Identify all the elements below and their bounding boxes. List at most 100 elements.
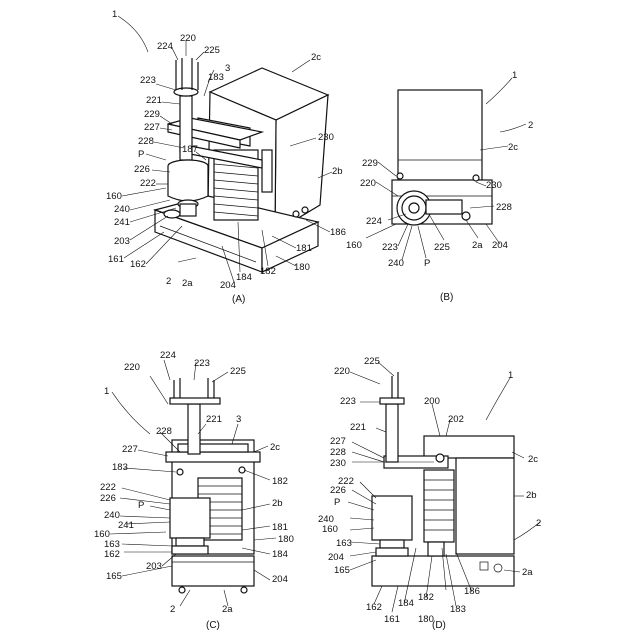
ref-d-2b: 2b <box>526 490 537 501</box>
ref-d-200: 200 <box>424 396 440 407</box>
ref-a-180: 180 <box>294 262 310 273</box>
ref-d-220: 220 <box>334 366 350 377</box>
ref-a-240: 240 <box>114 204 130 215</box>
ref-a-223: 223 <box>140 75 156 86</box>
ref-b-160: 160 <box>346 240 362 251</box>
ref-c-184: 184 <box>272 549 288 560</box>
ref-d-182: 182 <box>418 592 434 603</box>
ref-c-181: 181 <box>272 522 288 533</box>
ref-c-223: 223 <box>194 358 210 369</box>
ref-a-3: 3 <box>225 63 230 74</box>
ref-d-165: 165 <box>334 565 350 576</box>
ref-a-226: 226 <box>134 164 150 175</box>
ref-c-221: 221 <box>206 414 222 425</box>
ref-a-2a: 2a <box>182 278 193 289</box>
ref-d-186: 186 <box>464 586 480 597</box>
ref-a-2: 2 <box>166 276 171 287</box>
ref-a-2c: 2c <box>311 52 321 63</box>
ref-a-186: 186 <box>330 227 346 238</box>
ref-d-225: 225 <box>364 356 380 367</box>
ref-d-161: 161 <box>384 614 400 625</box>
ref-a-187: 187 <box>182 144 198 155</box>
ref-c-2b: 2b <box>272 498 283 509</box>
ref-c-222: 222 <box>100 482 116 493</box>
ref-c-2c: 2c <box>270 442 280 453</box>
ref-b-2c: 2c <box>508 142 518 153</box>
caption-d: (D) <box>432 620 446 631</box>
ref-a-204: 204 <box>220 280 236 291</box>
ref-d-223: 223 <box>340 396 356 407</box>
ref-c-227: 227 <box>122 444 138 455</box>
ref-c-226: 226 <box>100 493 116 504</box>
ref-a-2b: 2b <box>332 166 343 177</box>
ref-d-202: 202 <box>448 414 464 425</box>
ref-b-1: 1 <box>512 70 517 81</box>
ref-a-230: 230 <box>318 132 334 143</box>
ref-b-224: 224 <box>366 216 382 227</box>
ref-d-163: 163 <box>336 538 352 549</box>
caption-c: (C) <box>206 620 220 631</box>
ref-a-220: 220 <box>180 33 196 44</box>
ref-c-220: 220 <box>124 362 140 373</box>
ref-d-184: 184 <box>398 598 414 609</box>
ref-c-183: 183 <box>112 462 128 473</box>
ref-c-P: P <box>138 500 144 511</box>
ref-b-230: 230 <box>486 180 502 191</box>
ref-a-P: P <box>138 149 144 160</box>
caption-a: (A) <box>232 294 245 305</box>
ref-b-223: 223 <box>382 242 398 253</box>
ref-d-1: 1 <box>508 370 513 381</box>
ref-a-228: 228 <box>138 136 154 147</box>
ref-a-181: 181 <box>296 243 312 254</box>
ref-c-2: 2 <box>170 604 175 615</box>
caption-b: (B) <box>440 292 453 303</box>
panel-c-drawing <box>110 360 276 606</box>
ref-c-182: 182 <box>272 476 288 487</box>
ref-b-229: 229 <box>362 158 378 169</box>
panel-b-drawing <box>366 78 526 260</box>
ref-d-204: 204 <box>328 552 344 563</box>
ref-a-161: 161 <box>108 254 124 265</box>
ref-a-183: 183 <box>208 72 224 83</box>
ref-c-204: 204 <box>272 574 288 585</box>
ref-a-162: 162 <box>130 259 146 270</box>
ref-b-228: 228 <box>496 202 512 213</box>
ref-a-227: 227 <box>144 122 160 133</box>
ref-b-2: 2 <box>528 120 533 131</box>
ref-b-240: 240 <box>388 258 404 269</box>
ref-a-229: 229 <box>144 109 160 120</box>
panel-d-drawing <box>348 362 540 612</box>
ref-d-P: P <box>334 497 340 508</box>
ref-a-184: 184 <box>236 272 252 283</box>
ref-d-2c: 2c <box>528 454 538 465</box>
ref-a-160: 160 <box>106 191 122 202</box>
ref-a-203: 203 <box>114 236 130 247</box>
ref-d-221: 221 <box>350 422 366 433</box>
ref-c-2a: 2a <box>222 604 233 615</box>
ref-d-160: 160 <box>322 524 338 535</box>
ref-b-225: 225 <box>434 242 450 253</box>
ref-d-162: 162 <box>366 602 382 613</box>
ref-a-1: 1 <box>112 9 117 20</box>
ref-a-182: 182 <box>260 266 276 277</box>
ref-c-225: 225 <box>230 366 246 377</box>
ref-a-222: 222 <box>140 178 156 189</box>
ref-c-165: 165 <box>106 571 122 582</box>
ref-b-220: 220 <box>360 178 376 189</box>
ref-c-228: 228 <box>156 426 172 437</box>
ref-c-224: 224 <box>160 350 176 361</box>
ref-c-203: 203 <box>146 561 162 572</box>
ref-a-224: 224 <box>157 41 173 52</box>
ref-c-180: 180 <box>278 534 294 545</box>
ref-d-226: 226 <box>330 485 346 496</box>
ref-c-1: 1 <box>104 386 109 397</box>
ref-c-162: 162 <box>104 549 120 560</box>
ref-a-221: 221 <box>146 95 162 106</box>
ref-d-228: 228 <box>330 447 346 458</box>
ref-d-2a: 2a <box>522 567 533 578</box>
ref-b-P: P <box>424 258 430 269</box>
ref-d-230: 230 <box>330 458 346 469</box>
ref-d-227: 227 <box>330 436 346 447</box>
